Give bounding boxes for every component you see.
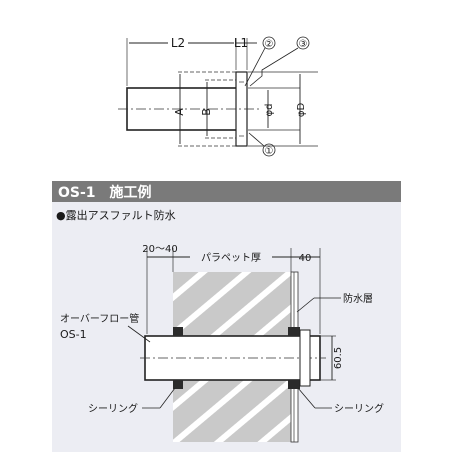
section-title: OS-1 施工例 xyxy=(58,184,152,201)
label-overflow-model: OS-1 xyxy=(60,328,87,341)
dim-phi-d-small: φd xyxy=(264,104,275,117)
dim-phi-d-large: φD xyxy=(296,103,307,118)
callout-3: ③ xyxy=(299,39,308,50)
label-sealing-left: シーリング xyxy=(88,402,138,415)
dim-parapet-thickness: パラペット厚 xyxy=(201,252,261,264)
dim-l1: L1 xyxy=(234,36,248,50)
sealing-block-right-top xyxy=(288,327,300,336)
dim-pipe-height: 60.5 xyxy=(333,347,344,369)
dim-l2: L2 xyxy=(171,36,185,50)
dim-a: A xyxy=(173,108,186,116)
label-overflow-pipe: オーバーフロー管 xyxy=(60,312,139,325)
label-sealing-right: シーリング xyxy=(334,402,384,415)
callout-1: ① xyxy=(265,146,274,157)
bottom-diagram: 20～40 パラペット厚 40 60.5 防水層 オーバーフロー管 OS-1 シ… xyxy=(60,244,384,443)
top-diagram: L2 L1 A B φd φD ② ③ ① xyxy=(118,36,318,157)
dim-right-gap: 40 xyxy=(299,253,312,264)
section-header-bar xyxy=(52,181,401,202)
dim-left-gap: 20～40 xyxy=(142,244,177,255)
sealing-block-left-bottom xyxy=(173,380,183,389)
pipe-flange-bottom xyxy=(299,329,311,387)
dim-b: B xyxy=(200,108,213,116)
sealing-block-right-bottom xyxy=(288,380,300,389)
sealing-block-left-top xyxy=(173,327,183,336)
label-waterproof-layer: 防水層 xyxy=(343,292,373,305)
section-subtitle: ●露出アスファルト防水 xyxy=(56,208,176,222)
callout-2: ② xyxy=(265,39,274,50)
